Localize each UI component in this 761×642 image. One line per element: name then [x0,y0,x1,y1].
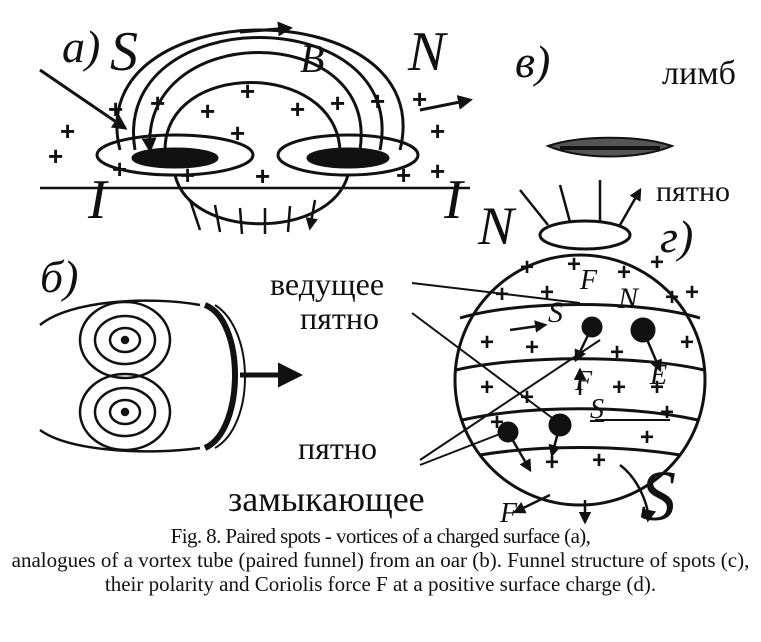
svg-text:+: + [640,424,654,451]
label-force-top: F [580,265,597,297]
panel-a-charges: +++ +++ +++ +++ +++ ++ [48,76,445,191]
label-limb: лимб [662,55,736,93]
label-s-spot-inner: S [548,296,563,330]
label-force-right: E [650,360,667,392]
caption-line-2: analogues of a vortex tube (paired funne… [12,548,750,596]
label-leading-spot: пятно [300,300,379,337]
svg-text:+: + [592,447,606,474]
svg-text:+: + [490,409,504,436]
svg-text:+: + [665,284,679,311]
svg-text:+: + [180,160,195,190]
panel-b-drawing [40,301,298,452]
svg-text:+: + [150,88,165,118]
label-closing-spot: пятно [298,430,377,467]
svg-text:+: + [255,161,270,191]
label-current-right: I [444,168,463,232]
panel-label-a: а) [62,20,100,73]
svg-text:+: + [330,88,345,118]
svg-text:+: + [370,86,385,116]
panel-label-g: г) [660,210,693,263]
svg-text:+: + [108,94,123,124]
svg-text:+: + [412,84,427,114]
svg-text:+: + [430,116,445,146]
svg-text:+: + [610,339,624,366]
svg-text:+: + [520,254,534,281]
label-n-pole-g: N [478,195,514,257]
svg-text:+: + [480,374,494,401]
caption-line-1: Fig. 8. Paired spots - vortices of a cha… [10,524,751,548]
label-s-pole-a: S [110,20,138,84]
label-current-left: I [88,168,107,232]
label-spot-top: пятно [656,175,730,209]
svg-text:+: + [200,96,215,126]
svg-text:+: + [396,160,411,190]
svg-text:+: + [685,279,699,306]
svg-text:+: + [525,334,539,361]
svg-text:+: + [230,118,245,148]
panel-label-v: в) [515,35,550,88]
label-closing: замыкающее [228,478,425,520]
svg-text:+: + [660,399,674,426]
label-n-spot-inner: N [618,282,638,316]
panel-label-b: б) [40,250,78,303]
svg-text:+: + [545,449,559,476]
svg-text:+: + [480,329,494,356]
label-field-b: B [300,35,324,82]
svg-text:+: + [112,154,127,184]
svg-text:+: + [48,141,63,171]
label-s-spot-lower: S [590,394,604,426]
svg-text:+: + [520,384,534,411]
panel-v-drawing [548,138,672,157]
svg-text:+: + [430,156,445,186]
figure-caption: Fig. 8. Paired spots - vortices of a cha… [10,524,751,596]
svg-text:+: + [680,329,694,356]
svg-text:+: + [240,76,255,106]
label-leading: ведущее [270,266,384,303]
svg-text:+: + [290,94,305,124]
label-n-pole-a: N [408,20,445,84]
svg-text:+: + [495,281,509,308]
svg-text:+: + [567,251,581,278]
svg-text:+: + [612,374,626,401]
